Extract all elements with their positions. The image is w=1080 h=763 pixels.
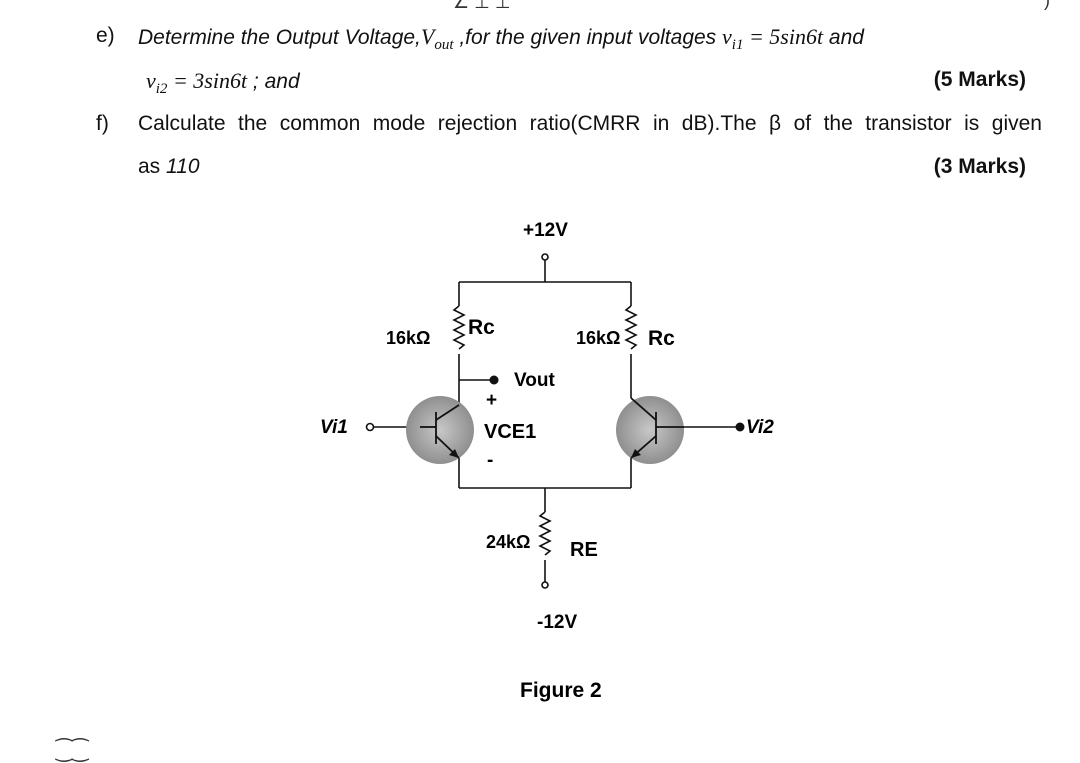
vout-node: [489, 375, 499, 385]
rc-left-value: 16kΩ: [386, 328, 430, 348]
question-e-marks: (5 Marks): [933, 68, 1026, 91]
rc-right-value: 16kΩ: [576, 328, 620, 348]
rc-right-name: Rc: [648, 327, 675, 350]
question-f-marks: (3 Marks): [933, 155, 1026, 178]
vce-minus: -: [487, 450, 493, 471]
question-e-line-2: vi2 = 3sin6t ; and: [146, 68, 300, 98]
rc-left-name: Rc: [468, 316, 495, 339]
question-e-text-end: ; and: [247, 70, 300, 93]
question-e-label: e): [96, 24, 115, 47]
question-e-text-start: Determine the Output Voltage,: [138, 26, 421, 49]
vcc-label: +12V: [523, 220, 568, 241]
vout-label: Vout: [514, 370, 555, 391]
question-f-prefix: as: [138, 155, 167, 178]
vce-plus: +: [486, 390, 497, 411]
rc-right-resistor: [624, 305, 638, 350]
vi2-equation: = 3sin6t: [167, 68, 248, 93]
vcc-terminal: [541, 253, 549, 261]
beta-value: 110: [166, 155, 200, 178]
vee-terminal: [541, 581, 549, 589]
transistor-q2: [616, 396, 684, 464]
question-e-text-and: and: [823, 26, 864, 49]
vi1-label: Vi1: [320, 417, 348, 438]
question-f-line-1: Calculate the common mode rejection rati…: [138, 112, 1042, 135]
vce1-label: VCE1: [484, 421, 536, 443]
figure-caption: Figure 2: [520, 679, 602, 702]
question-f-line-2: as 110: [138, 155, 200, 179]
transistor-q1: [406, 396, 474, 464]
re-name: RE: [570, 539, 598, 561]
question-e-line-1: Determine the Output Voltage,Vout ,for t…: [138, 24, 864, 54]
clipped-text-top: ⌒ ∠ ⊥ ⊥: [430, 0, 511, 12]
vi2-symbol: vi2: [146, 68, 168, 97]
re-resistor: [538, 511, 552, 556]
vi2-label: Vi2: [746, 417, 774, 438]
vi2-node: [735, 422, 745, 432]
rc-left-resistor: [452, 305, 466, 350]
re-value: 24kΩ: [486, 532, 530, 552]
vi1-symbol: vi1: [722, 24, 744, 53]
vi1-terminal: [365, 422, 375, 432]
vout-symbol: Vout: [420, 24, 454, 53]
question-f-label: f): [96, 112, 109, 135]
clipped-text-right: ): [1044, 0, 1050, 10]
vee-label: -12V: [537, 612, 577, 633]
vi1-equation: = 5sin6t: [743, 24, 824, 49]
question-e-text-mid: ,for the given input voltages: [453, 26, 723, 49]
